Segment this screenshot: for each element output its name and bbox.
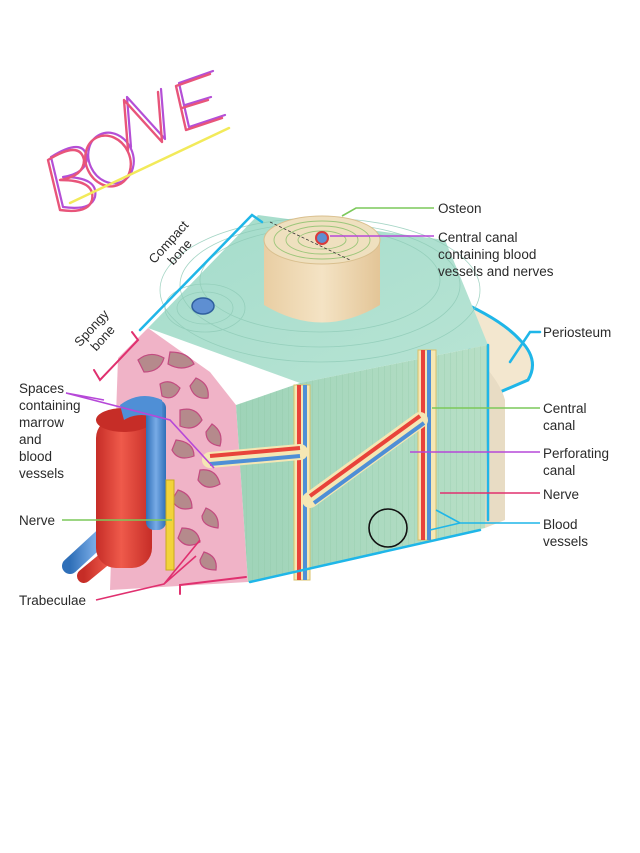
pink-brackets [93, 331, 247, 595]
front-bottom-bracket [248, 528, 482, 584]
external-vessels [62, 396, 175, 583]
label-spaces: Spaces containing marrow and blood vesse… [19, 380, 81, 482]
label-line: containing [19, 398, 81, 413]
label-line: blood [19, 449, 53, 464]
label-line: Blood [543, 517, 578, 532]
label-line: Perforating [543, 446, 610, 461]
main-artery [96, 418, 152, 568]
trabeculae-leader [95, 539, 201, 601]
main-vein [146, 400, 166, 530]
leader-lines [62, 207, 540, 601]
label-line: canal [543, 463, 576, 478]
central-canal-dot [315, 231, 329, 245]
title-underline [68, 126, 231, 205]
label-line: canal [543, 418, 576, 433]
title-group [46, 69, 231, 213]
central-canals-front [293, 349, 437, 581]
label-line: vessels [19, 466, 65, 481]
label-blood-vessels: Blood vessels [543, 516, 588, 550]
trabeculae-cavities [137, 351, 222, 571]
highlight-circle [368, 508, 408, 548]
label-perforating-canal: Perforating canal [543, 445, 609, 479]
label-nerve-right: Nerve [543, 487, 580, 502]
label-line: vessels and nerves [438, 264, 554, 279]
label-central-canal-vessels: Central canal containing blood vessels a… [438, 229, 554, 280]
cyan-brackets [138, 213, 542, 584]
label-central-canal: Central canal [543, 400, 587, 434]
label-osteon: Osteon [438, 201, 482, 216]
compact-bone-bracket [138, 213, 264, 332]
spongy-bone-bracket [93, 331, 140, 382]
nerve-bundle [165, 479, 175, 571]
osteon-leader [341, 207, 434, 217]
label-periosteum: Periosteum [543, 325, 612, 340]
canal-opening [191, 297, 215, 315]
osteon-cylinder [263, 215, 381, 323]
label-line: Central canal [438, 230, 518, 245]
periosteum-bracket [508, 330, 542, 364]
label-nerve-left: Nerve [19, 513, 56, 528]
label-line: Spaces [19, 381, 65, 396]
label-trabeculae: Trabeculae [19, 593, 87, 608]
title-shadow [49, 69, 227, 209]
label-line: vessels [543, 534, 589, 549]
label-line: Central [543, 401, 587, 416]
blood-vessels-leader [429, 509, 540, 531]
spaces-leader [65, 392, 215, 469]
perforating-canals [202, 412, 428, 508]
label-line: containing blood [438, 247, 537, 262]
label-line: marrow [19, 415, 65, 430]
spongy-bottom-bracket [179, 576, 247, 595]
label-line: and [19, 432, 42, 447]
title-letters [46, 72, 224, 213]
